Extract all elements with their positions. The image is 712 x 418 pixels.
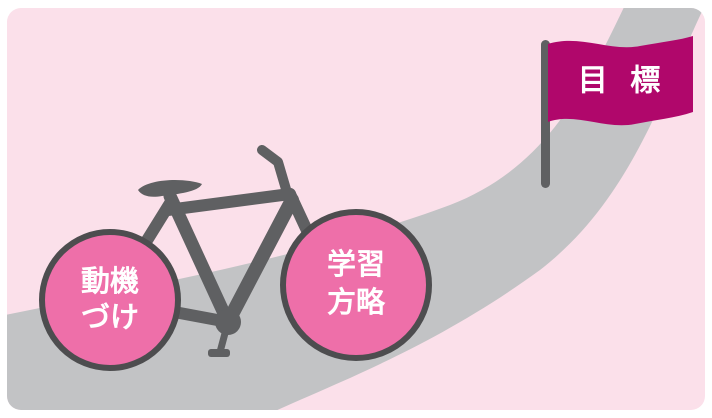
flag-pole (541, 40, 550, 188)
flag-cloth (548, 36, 693, 126)
goal-flag-icon: 目 標 (541, 36, 693, 188)
front-wheel: 学習 方略 (280, 209, 432, 361)
bicycle-pedal (208, 349, 230, 357)
bicycle-saddle (138, 180, 202, 197)
bicycle-crank (215, 309, 241, 335)
front-wheel-line2: 方略 (327, 285, 386, 319)
flag-label: 目 標 (578, 64, 666, 99)
rear-wheel-line2: づけ (81, 300, 139, 334)
rear-wheel: 動機 づけ (39, 229, 181, 371)
rear-wheel-line1: 動機 (81, 264, 139, 298)
front-wheel-line1: 学習 (327, 247, 385, 281)
